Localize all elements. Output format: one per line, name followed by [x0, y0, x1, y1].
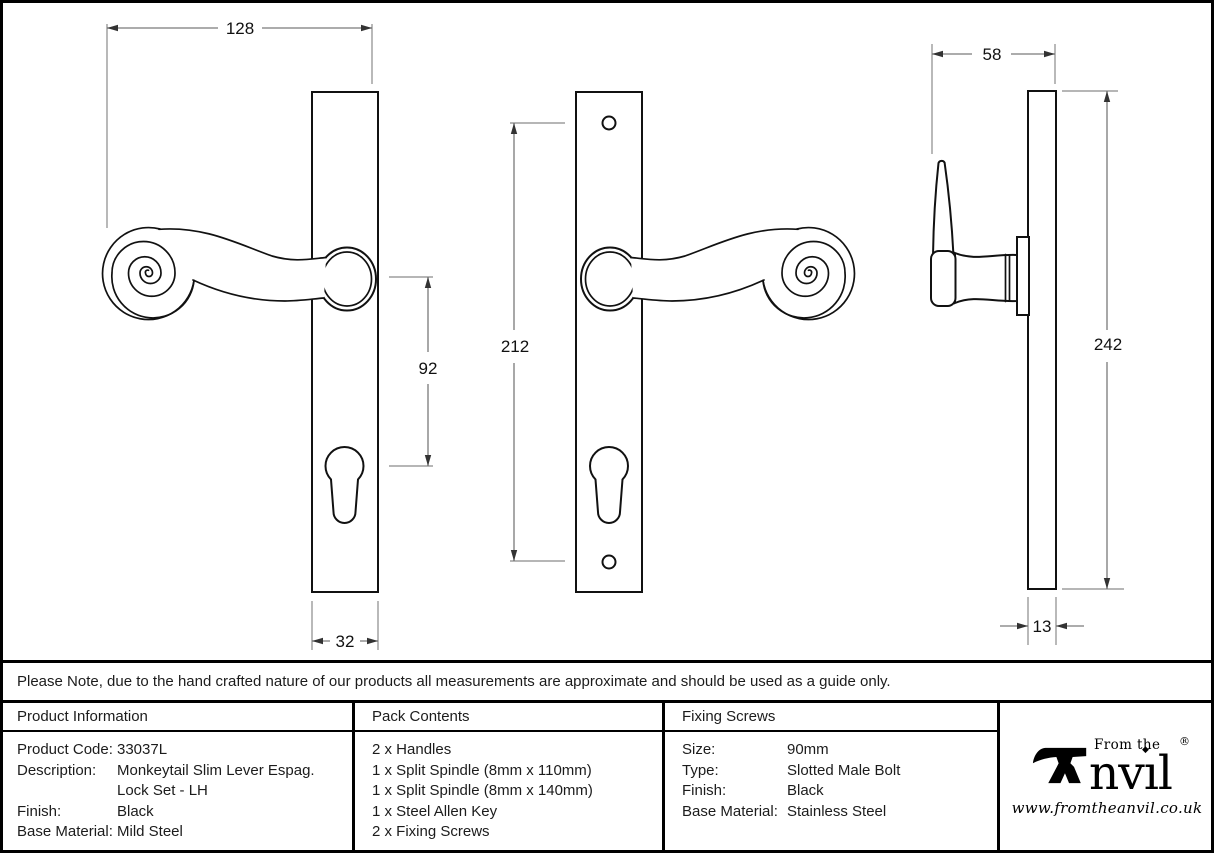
- row-label: Size:: [682, 741, 716, 758]
- screw-hole-top: [601, 115, 617, 131]
- anvil-icon: [1032, 747, 1087, 783]
- dim-label-92: 92: [419, 359, 438, 378]
- list-item: 2 x Handles: [372, 741, 452, 758]
- row-value: Stainless Steel: [787, 802, 887, 820]
- backplate-side: [1027, 90, 1057, 590]
- spec-table: Product Information Product Code: 33037L…: [0, 703, 1214, 850]
- row-value: Lock Set - LH: [117, 782, 208, 799]
- logo-tagline: From the: [1094, 736, 1161, 753]
- dim-label-32: 32: [336, 632, 355, 651]
- row-value: Mild Steel: [117, 823, 183, 840]
- row-label: Finish:: [17, 802, 62, 820]
- list-item: 1 x Steel Allen Key: [372, 802, 498, 820]
- row-label: Base Material:: [17, 823, 113, 840]
- fixing-screws-cell: Fixing Screws Size: 90mm Type: Slotted M…: [665, 703, 1000, 850]
- row-value: Monkeytail Slim Lever Espag.: [117, 761, 315, 779]
- dimension-overall-width: 128: [106, 19, 373, 228]
- dim-label-58: 58: [983, 45, 1002, 64]
- dimension-handle-to-cylinder: 92: [389, 276, 438, 467]
- table-row: Type: Slotted Male Bolt: [682, 761, 991, 782]
- dimension-plate-thickness: 13: [1000, 597, 1084, 645]
- handle-boss-side: [930, 250, 957, 307]
- table-row: Description: Monkeytail Slim Lever Espag…: [17, 761, 346, 782]
- dimension-plate-height: 242: [1062, 90, 1124, 590]
- row-value: Slotted Male Bolt: [787, 761, 901, 779]
- pack-contents-cell: Pack Contents 2 x Handles 1 x Split Spin…: [355, 703, 665, 850]
- from-the-anvil-logo: From the nvıl ◆ ® www.fromtheanvil.co.uk: [1011, 735, 1203, 817]
- brand-logo-cell: From the nvıl ◆ ® www.fromtheanvil.co.uk: [1000, 703, 1214, 850]
- table-row: Product Code: 33037L: [17, 740, 346, 761]
- diamond-tittle-icon: ◆: [1142, 743, 1149, 754]
- measurement-disclaimer-note: Please Note, due to the hand crafted nat…: [0, 660, 1214, 703]
- table-row: Finish: Black: [17, 802, 346, 823]
- table-row: Finish: Black: [682, 781, 991, 802]
- table-row: Base Material: Mild Steel: [17, 822, 346, 843]
- list-item: 1 x Split Spindle (8mm x 110mm): [372, 761, 592, 779]
- table-row: Base Material: Stainless Steel: [682, 802, 991, 823]
- row-label: [17, 781, 117, 802]
- row-value: 90mm: [787, 741, 829, 758]
- row-label: Type:: [682, 761, 719, 779]
- technical-drawing-area: 128 92 32: [101, 19, 1124, 651]
- row-label: Product Code:: [17, 741, 113, 758]
- note-text: Please Note, due to the hand crafted nat…: [17, 673, 891, 690]
- front-view-rh: [575, 91, 856, 593]
- row-label: Finish:: [682, 782, 727, 799]
- pack-contents-header: Pack Contents: [355, 703, 662, 732]
- dim-label-128: 128: [226, 19, 254, 38]
- list-item: 1 x Split Spindle (8mm x 140mm): [372, 782, 593, 799]
- dimension-screw-centres: 212: [501, 122, 565, 562]
- product-information-header: Product Information: [0, 703, 352, 732]
- mounting-pad-side: [1016, 236, 1030, 316]
- front-view-lh: [101, 91, 379, 593]
- dim-label-242: 242: [1094, 335, 1122, 354]
- brand-website-url: www.fromtheanvil.co.uk: [1011, 798, 1203, 817]
- fixing-screws-header: Fixing Screws: [665, 703, 997, 732]
- brand-wordmark: nvıl: [1089, 745, 1173, 801]
- dim-label-13: 13: [1033, 617, 1052, 636]
- product-information-cell: Product Information Product Code: 33037L…: [0, 703, 355, 850]
- row-label: Base Material:: [682, 802, 778, 820]
- list-item: 2 x Fixing Screws: [372, 823, 490, 840]
- technical-drawing-svg: 128 92 32: [101, 19, 1124, 651]
- dim-label-212: 212: [501, 337, 529, 356]
- row-label: Description:: [17, 761, 97, 779]
- side-profile-view: [930, 90, 1057, 590]
- table-row: Lock Set - LH: [17, 781, 346, 802]
- lever-side: [932, 159, 955, 263]
- table-row: Size: 90mm: [682, 740, 991, 761]
- row-value: 33037L: [117, 741, 168, 758]
- dimension-projection: 58: [931, 44, 1056, 154]
- row-value: Black: [787, 782, 824, 799]
- screw-hole-bottom: [601, 554, 617, 570]
- registered-trademark-icon: ®: [1179, 734, 1190, 748]
- dimension-plate-width: 32: [311, 601, 379, 651]
- row-value: Black: [117, 802, 154, 820]
- handle-neck-side: [954, 251, 1018, 305]
